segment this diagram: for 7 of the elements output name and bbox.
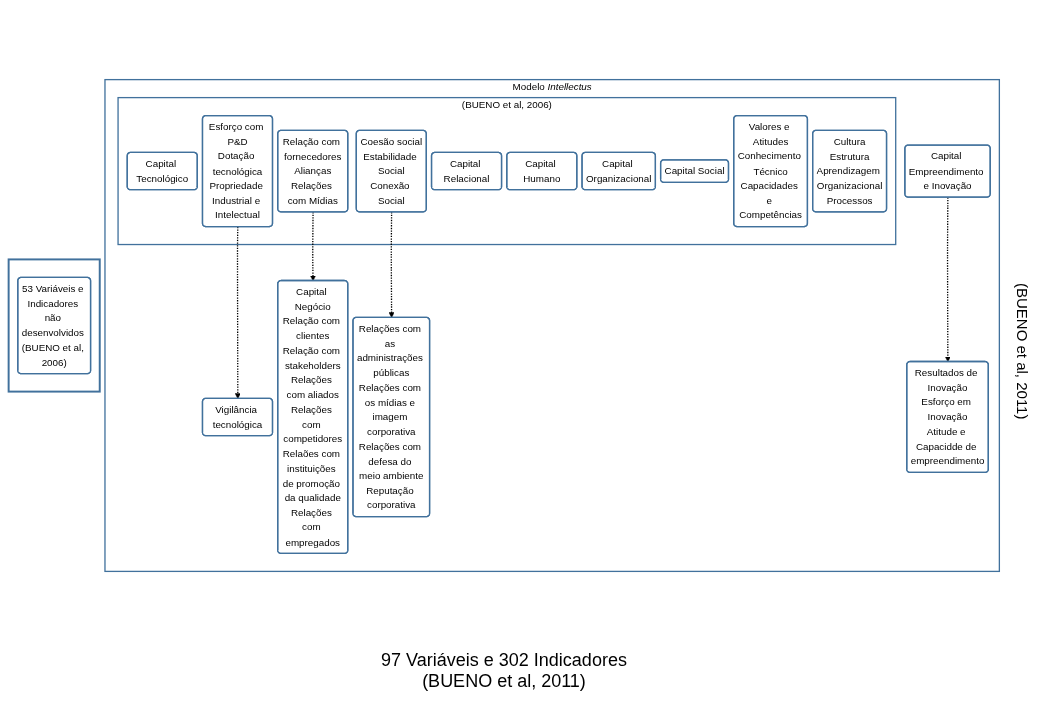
arrow <box>388 211 395 319</box>
arrow <box>234 226 241 400</box>
citation-note: (BUENO et al, 2011) <box>1013 282 1031 420</box>
cluster <box>7 258 101 394</box>
arrow <box>944 197 951 363</box>
arrow <box>310 211 316 282</box>
citation-note: 97 Variáveis e 302 Indicadores (BUENO et al, 2011) <box>380 650 628 692</box>
